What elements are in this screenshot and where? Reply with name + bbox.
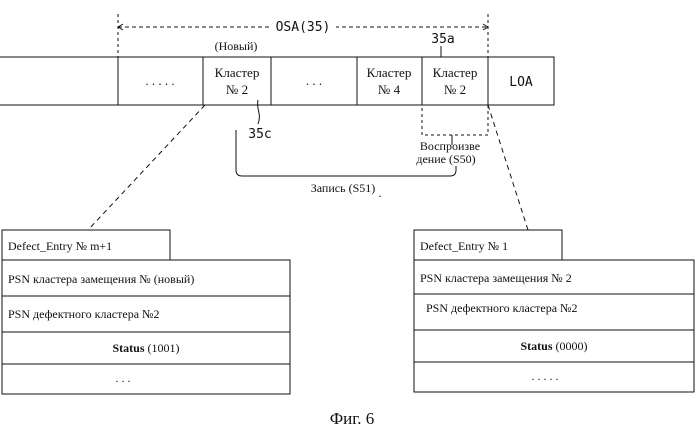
connector-right [488,105,528,230]
right-table-dots: . . . . . [532,369,559,383]
stray-dot: · [378,189,382,203]
new-marker: (Новый) [215,39,258,53]
left-table-dots: . . . [116,371,131,385]
left-table-header: Defect_Entry № m+1 [8,239,112,253]
left-table-row2: PSN дефектного кластера №2 [8,307,159,321]
playback-region [422,105,488,135]
cluster-4-line1: Кластер [367,65,412,80]
loa-label: LOA [509,75,533,90]
left-table-status: Status (1001) [112,341,179,355]
left-table-dots-cell [2,364,290,394]
label-35a: 35a [431,32,454,47]
write-label: Запись (S51) [311,181,376,195]
playback-line2: дение (S50) [416,152,475,166]
playback-line1: Воспроизве [420,139,480,153]
figure-caption: Фиг. 6 [330,409,375,428]
left-defect-table: Defect_Entry № m+1 PSN кластера замещени… [2,230,290,394]
strip-dots-mid: . . . [306,73,322,88]
right-table-status: Status (0000) [520,339,587,353]
cluster-new-line2: № 2 [226,82,248,97]
right-table-row1: PSN кластера замещения № 2 [420,271,572,285]
left-table-row1: PSN кластера замещения № (новый) [8,272,194,286]
cluster-new-line1: Кластер [215,65,260,80]
cluster-4-line2: № 4 [378,82,401,97]
right-table-row2: PSN дефектного кластера №2 [426,301,577,315]
connector-left [88,105,205,230]
right-table-header: Defect_Entry № 1 [420,239,508,253]
cluster-2-line2: № 2 [444,82,466,97]
osa-label: OSA(35) [276,20,331,35]
strip-dots-left: . . . . . [145,73,174,88]
label-35c: 35c [248,127,271,142]
cluster-strip: . . . . . Кластер № 2 . . . Кластер № 4 … [0,57,554,105]
cluster-2-line1: Кластер [433,65,478,80]
right-defect-table: Defect_Entry № 1 PSN кластера замещения … [414,230,694,392]
